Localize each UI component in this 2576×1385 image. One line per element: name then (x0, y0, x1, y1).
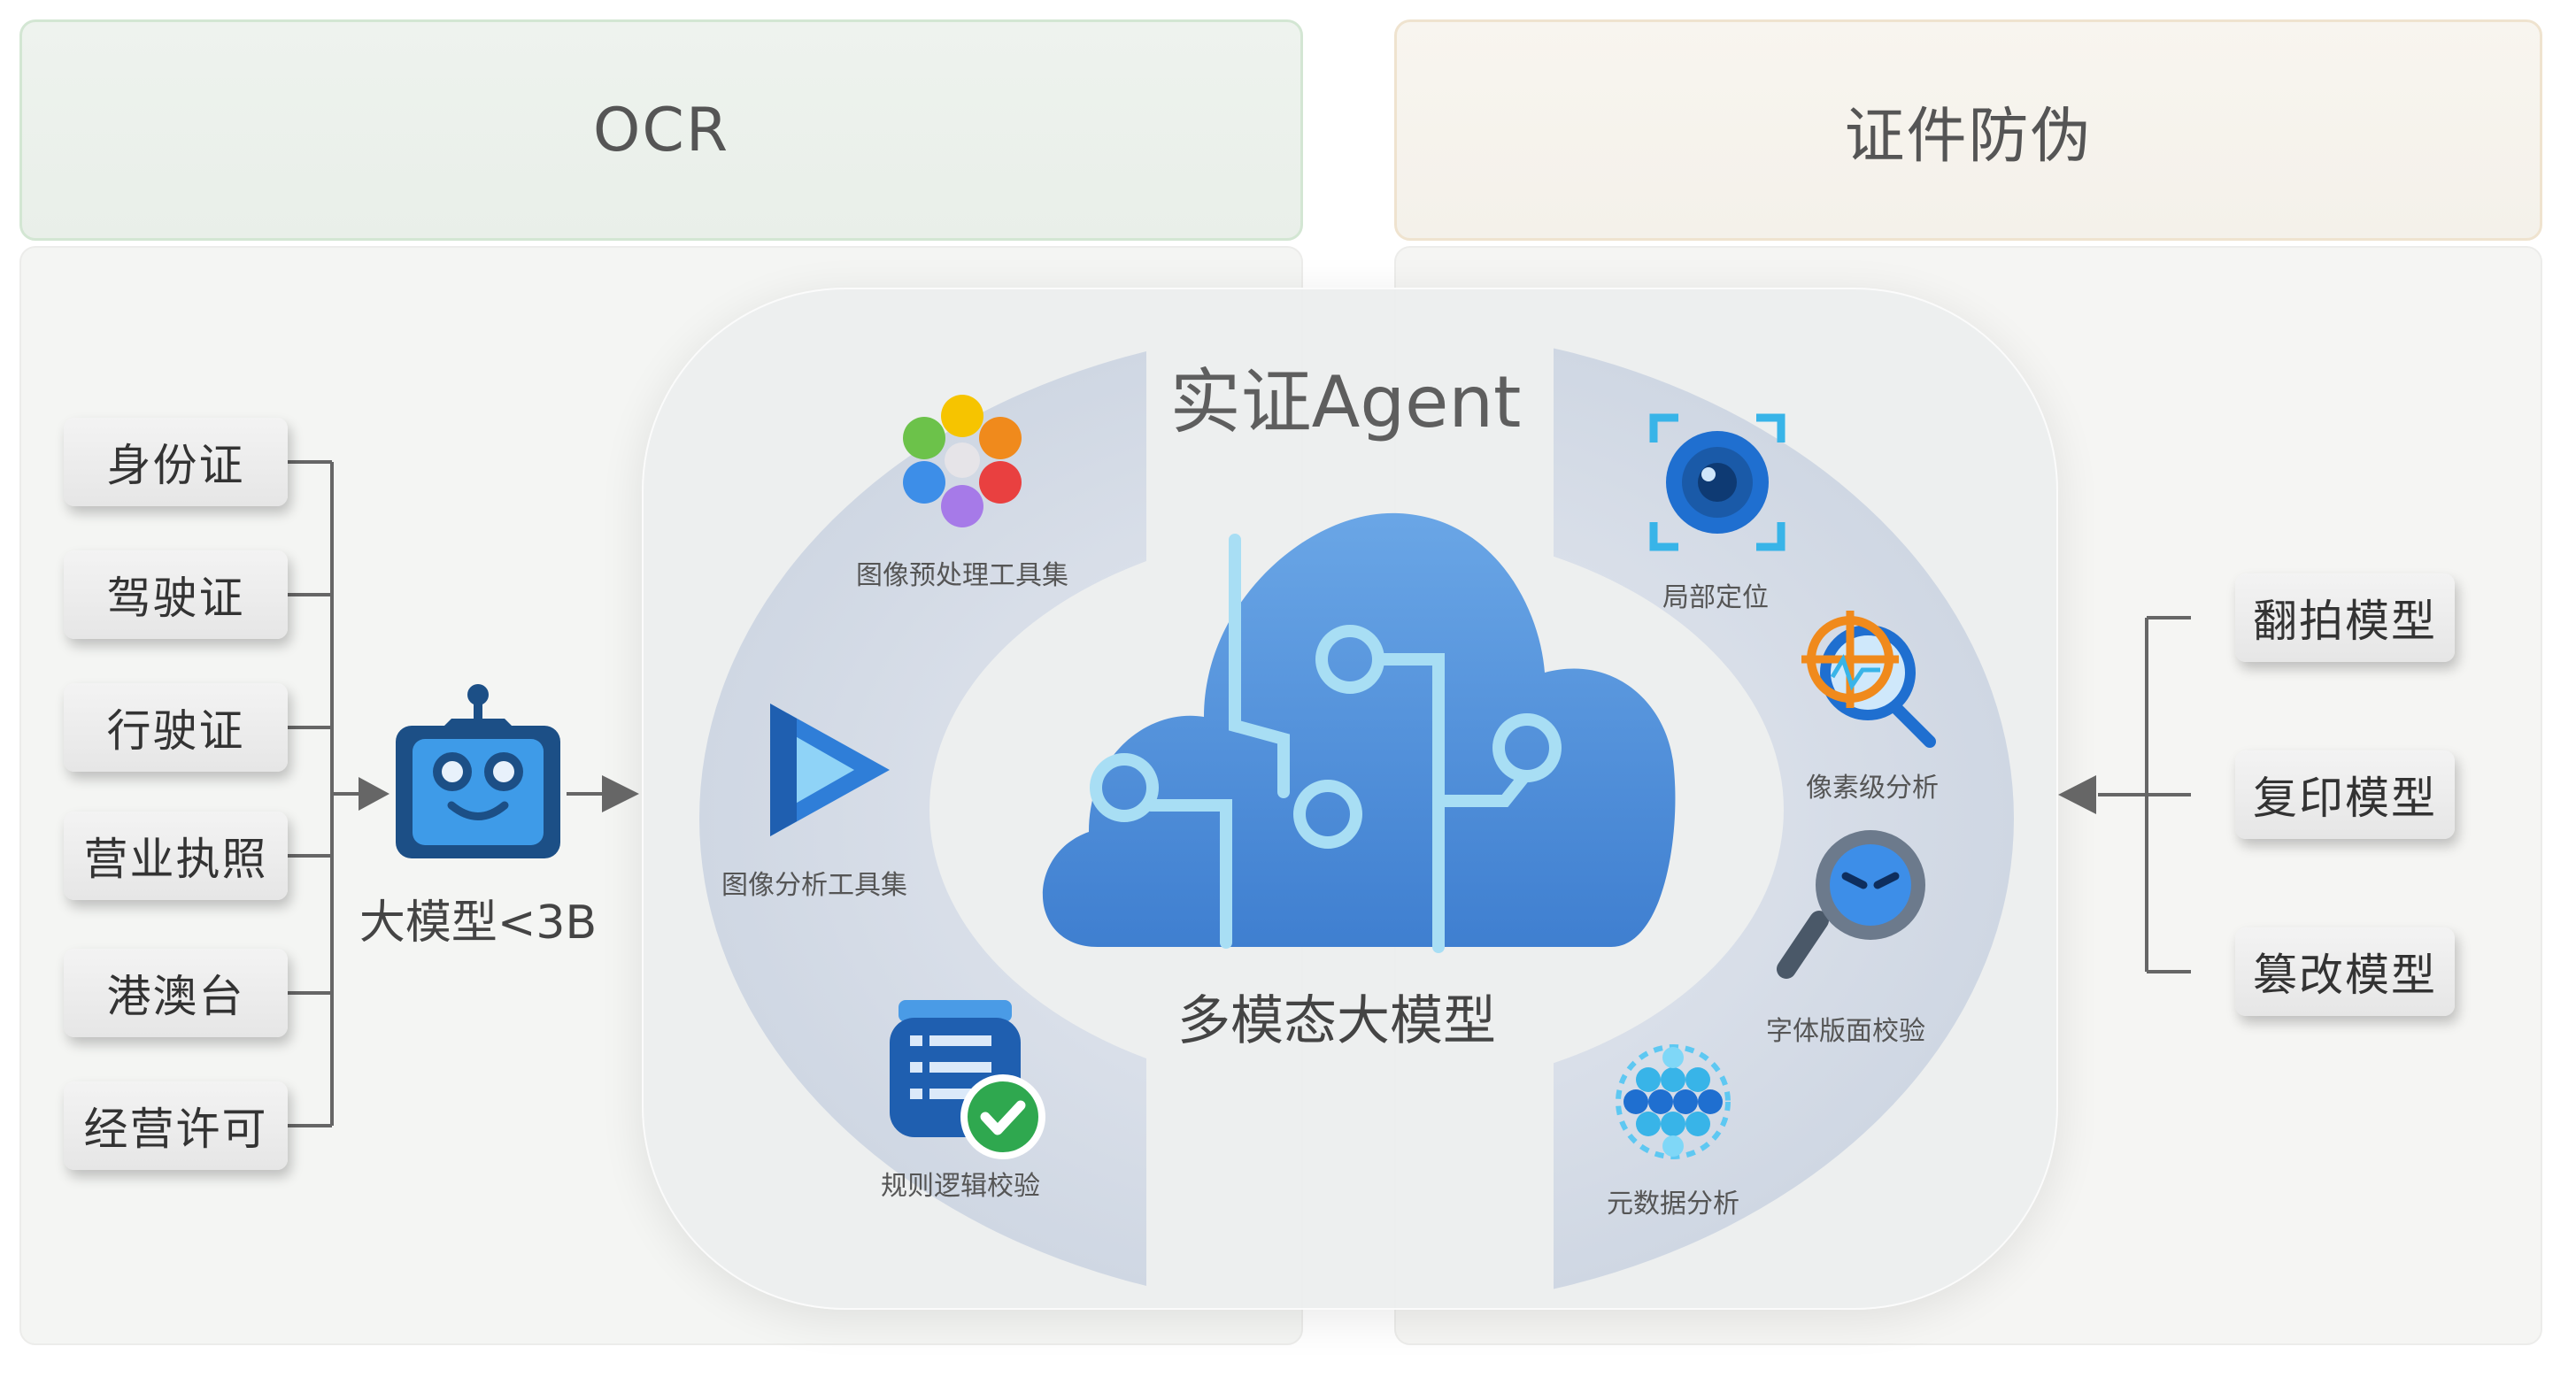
model-chip-recapture: 翻拍模型 (2235, 573, 2455, 662)
left-arc-band (699, 351, 1146, 1286)
doc-chip-label: 营业执照 (83, 834, 268, 885)
doc-chip-label: 经营许可 (83, 1104, 268, 1155)
doc-chip-id-card: 身份证 (64, 418, 288, 506)
play-triangle-icon (770, 704, 890, 836)
doc-chip-label: 身份证 (106, 440, 245, 491)
antifraud-section-title: 证件防伪 (1844, 101, 2093, 172)
model-chip-label: 复印模型 (2253, 773, 2437, 824)
tool-label-image-preprocessing: 图像预处理工具集 (856, 560, 1068, 591)
hexagon-flower-icon (903, 395, 1022, 527)
arrow-to-robot (359, 777, 389, 811)
doc-chip-label: 港澳台 (106, 971, 245, 1022)
ocr-section-title: OCR (592, 95, 730, 165)
model-chip-label: 篡改模型 (2253, 950, 2437, 1001)
doc-chip-label: 驾驶证 (106, 573, 245, 624)
robot-icon (396, 684, 560, 858)
cloud-icon (1042, 512, 1676, 953)
eye-focus-icon (1649, 413, 1785, 551)
magnifier-icon (1777, 830, 1925, 979)
crosshair-magnifier-icon (1801, 611, 1936, 748)
small-model-label: 大模型<3B (359, 896, 598, 950)
model-chip-tamper: 篡改模型 (2235, 927, 2455, 1016)
tool-label-font-layout-check: 字体版面校验 (1766, 1016, 1925, 1047)
ocr-section-header: OCR (19, 19, 1303, 241)
arrow-to-agent-from-models (2058, 775, 2096, 814)
doc-chip-business-license: 营业执照 (64, 812, 288, 900)
tool-label-rule-logic-check: 规则逻辑校验 (881, 1171, 1040, 1202)
tool-label-metadata-analysis: 元数据分析 (1607, 1189, 1739, 1220)
doc-chip-vehicle-license: 行驶证 (64, 683, 288, 772)
model-chip-label: 翻拍模型 (2253, 596, 2437, 647)
arrow-to-agent (602, 775, 639, 812)
doc-chip-label: 行驶证 (106, 705, 245, 757)
antifraud-bracket-connector (2098, 616, 2191, 973)
model-chip-photocopy: 复印模型 (2235, 750, 2455, 839)
agent-title: 实证Agent (1169, 361, 1522, 443)
tool-label-image-analysis: 图像分析工具集 (721, 870, 907, 901)
doc-chip-business-permit: 经营许可 (64, 1081, 288, 1170)
checklist-icon (890, 1000, 1045, 1159)
ocr-bracket-connector (288, 460, 381, 1127)
doc-chip-hk-macao-taiwan: 港澳台 (64, 949, 288, 1037)
doc-chip-driver-license: 驾驶证 (64, 550, 288, 639)
antifraud-section-header: 证件防伪 (1394, 19, 2542, 241)
tool-label-local-localization: 局部定位 (1662, 582, 1769, 613)
tool-label-pixel-analysis: 像素级分析 (1806, 773, 1939, 804)
core-model-label: 多模态大模型 (1177, 990, 1496, 1052)
hex-globe-icon (1616, 1044, 1731, 1159)
